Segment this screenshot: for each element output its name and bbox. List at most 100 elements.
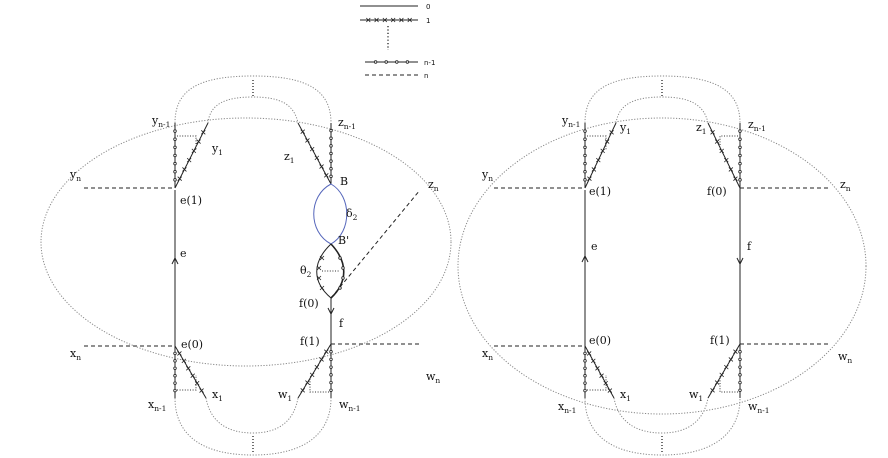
legend: 0 1 n-1 n	[360, 3, 435, 80]
left-cross-mark	[319, 164, 324, 169]
right-label-e: e	[591, 240, 598, 253]
legend-circle-mark	[373, 60, 378, 64]
right-label-f1: f(1)	[710, 334, 730, 347]
left-theta-circle-mark	[341, 266, 345, 270]
left-top-outer-dotted-arc	[174, 75, 332, 124]
left-circle-mark	[329, 174, 333, 179]
left-outer-dotted-ellipse	[40, 117, 452, 367]
right-label-y-1: y1	[619, 121, 631, 136]
legend-label-n: n	[424, 72, 428, 80]
left-circle-mark	[329, 151, 333, 156]
right-circle-mark	[738, 153, 742, 158]
right-cross-mark	[710, 130, 715, 135]
left-label-e0: e(0)	[181, 338, 203, 351]
left-label-f: f	[339, 317, 344, 330]
left-label-f1: f(1)	[300, 335, 320, 348]
left-top-inner-dotted-arc	[207, 96, 299, 124]
right-circle-mark	[583, 381, 587, 385]
legend-label-n-1: n-1	[424, 59, 435, 67]
right-cross-mark	[724, 157, 729, 163]
right-cross-mark	[724, 364, 729, 370]
right-circle-mark	[583, 170, 587, 174]
left-corner-dots-bottom-left	[177, 375, 197, 391]
left-label-z-1: z1	[284, 150, 295, 165]
left-label-z-n: zn	[428, 178, 439, 193]
right-cross-mark	[603, 380, 608, 386]
left-circle-mark	[329, 380, 333, 385]
left-edge-z1	[297, 122, 332, 185]
legend-cross-mark	[390, 17, 396, 23]
left-circle-mark	[173, 137, 177, 141]
right-circle-mark	[738, 145, 742, 150]
left-circle-mark	[173, 359, 177, 363]
right-label-z-n-1: zn-1	[748, 118, 766, 133]
left-cross-mark	[305, 138, 310, 143]
right-edge-z1	[707, 122, 741, 189]
legend-cross-marks	[366, 17, 412, 23]
right-circle-mark	[738, 373, 742, 377]
left-dashed-zn	[330, 189, 421, 299]
left-label-x-n: xn	[70, 347, 81, 362]
right-circle-mark	[583, 388, 587, 393]
right-circle-mark	[583, 129, 587, 133]
left-theta-circle-mark	[341, 276, 345, 280]
right-cross-mark	[719, 372, 724, 378]
right-top-outer-dotted-arc	[584, 75, 741, 124]
left-circle-mark	[173, 374, 177, 378]
right-circle-mark	[583, 161, 587, 166]
right-circle-mark	[738, 388, 742, 392]
left-circle-mark	[173, 153, 177, 158]
right-circle-mark	[583, 351, 587, 356]
right-cross-mark	[599, 373, 604, 378]
left-cross-mark	[199, 388, 204, 393]
right-label-z-n: zn	[840, 178, 851, 193]
left-diagram: yn-1 y1 z1 zn-1 yn zn B δ2 B' θ2 e(1) e …	[40, 75, 452, 456]
right-label-x-n-1: xn-1	[558, 400, 576, 415]
left-label-y-n-1: yn-1	[151, 114, 170, 129]
left-cross-mark	[190, 373, 195, 378]
right-edge-marks	[583, 129, 742, 393]
right-cross-mark	[714, 139, 720, 144]
right-label-x-n: xn	[482, 347, 493, 362]
right-circle-mark	[583, 145, 587, 150]
right-label-e0: e(0)	[589, 334, 611, 347]
left-circle-mark	[173, 145, 177, 150]
left-circle-mark	[329, 350, 333, 354]
left-cross-mark	[314, 364, 320, 370]
right-corner-dots-bottom-left	[587, 375, 607, 391]
right-cross-mark	[595, 366, 600, 371]
right-cross-mark	[596, 157, 601, 163]
right-circle-mark	[738, 137, 742, 141]
left-circle-mark	[173, 366, 177, 370]
legend-cross-mark	[407, 17, 412, 23]
legend-circle-mark	[384, 60, 388, 64]
left-cross-mark	[177, 351, 182, 356]
left-cross-mark	[309, 372, 315, 378]
left-cross-mark	[186, 157, 192, 163]
right-label-y-n: yn	[481, 168, 493, 183]
left-label-x-1: x1	[212, 388, 223, 403]
left-circle-mark	[329, 388, 333, 392]
left-label-w-n: wn	[426, 370, 440, 385]
left-circle-mark	[173, 170, 177, 174]
left-label-e: e	[180, 247, 187, 260]
left-loop-theta-left	[316, 243, 332, 299]
right-cross-mark	[600, 148, 605, 154]
left-theta-cross-mark	[316, 275, 322, 281]
left-edge-y1	[174, 122, 209, 189]
right-label-e1: e(1)	[589, 185, 611, 198]
left-cross-mark	[194, 380, 200, 386]
right-edge-e-arrow	[581, 254, 589, 263]
right-circle-mark	[583, 178, 587, 182]
left-cross-mark	[181, 358, 187, 364]
legend-circle-marks	[373, 60, 410, 64]
left-circle-mark	[173, 351, 177, 356]
left-label-B: B	[340, 175, 348, 188]
legend-cross-mark	[399, 17, 404, 23]
right-cross-mark	[728, 357, 734, 362]
left-cross-mark	[309, 146, 315, 152]
left-label-w-1: w1	[278, 388, 292, 403]
left-circle-mark	[329, 128, 333, 133]
left-cross-mark	[314, 155, 320, 161]
